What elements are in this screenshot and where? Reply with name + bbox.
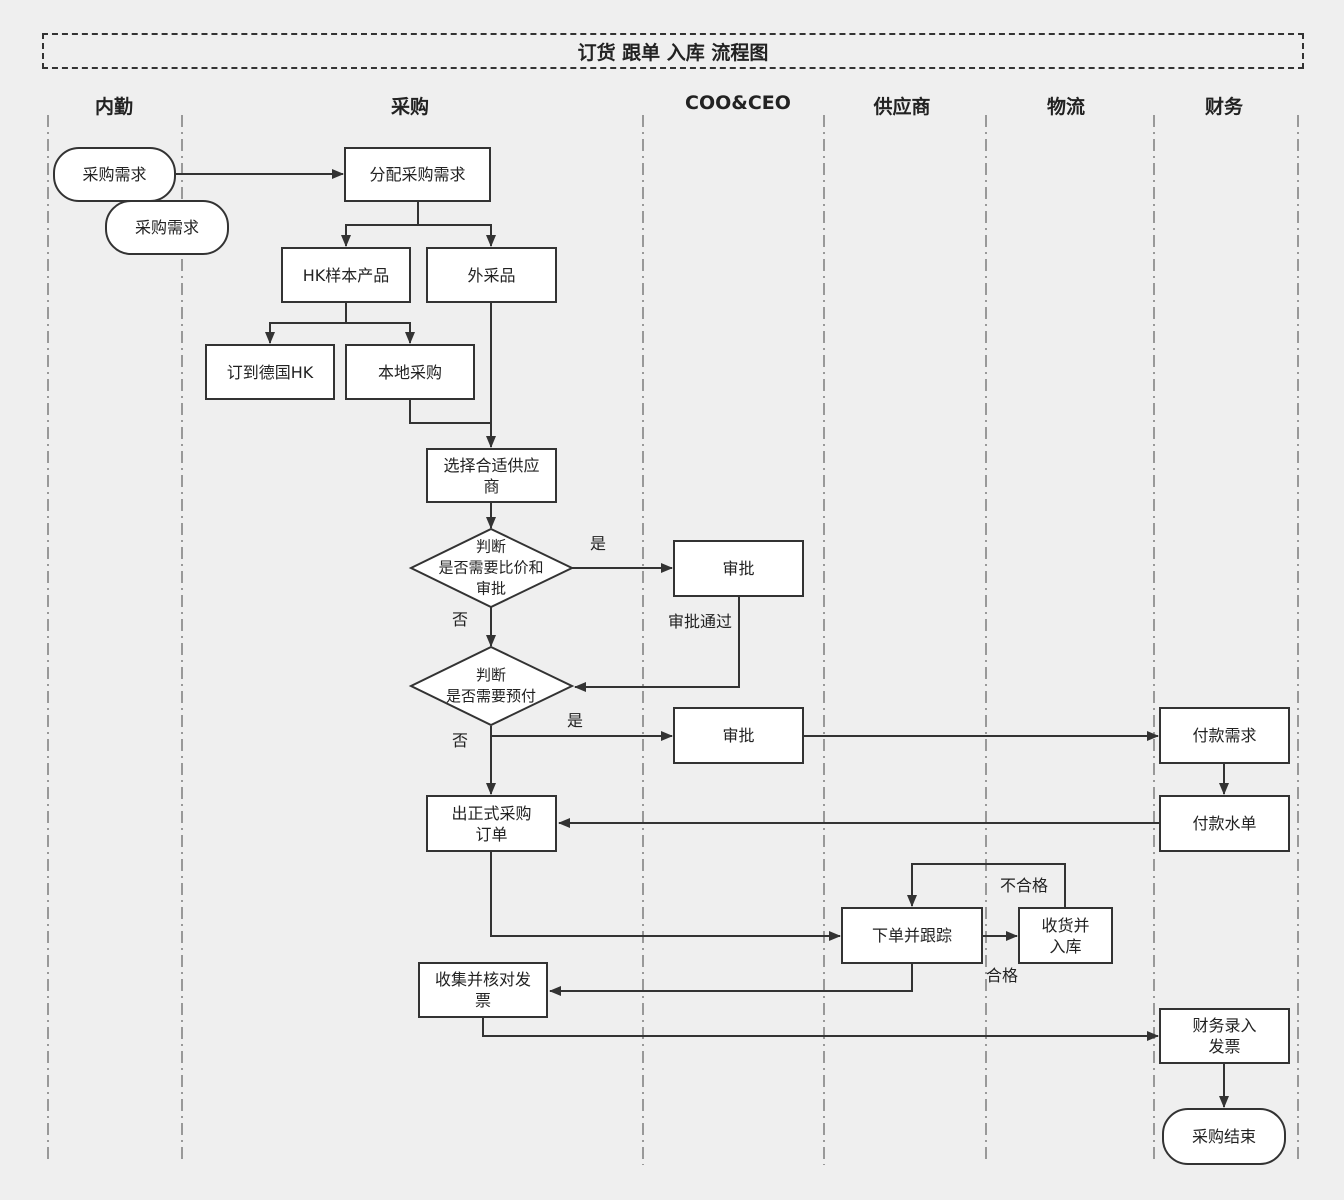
edge-label-yes: 是: [590, 534, 607, 553]
place-and-track-box: 下单并跟踪: [841, 907, 983, 964]
lane-header-coo-ceo: COO&CEO: [685, 92, 791, 114]
decision-line: 是否需要预付: [445, 687, 537, 705]
arrow: [907, 863, 1066, 907]
decision-compare-approve: 判断 是否需要比价和 审批: [438, 537, 543, 600]
order-de-hk-box: 订到德国HK: [205, 344, 335, 400]
lane-header-logistics: 物流: [1046, 96, 1086, 118]
diagram-title: 订货 跟单 入库 流程图: [42, 33, 1304, 69]
arrow: [549, 964, 913, 996]
arrow: [409, 400, 491, 424]
decision-line: 是否需要比价和: [438, 558, 544, 577]
lane-header-internal: 内勤: [94, 96, 134, 118]
lane-header-supplier: 供应商: [873, 96, 931, 118]
payment-slip-box: 付款水单: [1159, 795, 1290, 852]
lane-header-finance: 财务: [1204, 96, 1244, 118]
receive-store-box: 收货并入库: [1018, 907, 1113, 964]
formal-po-box: 出正式采购订单: [426, 795, 557, 852]
outsourced-box: 外采品: [426, 247, 557, 303]
edge-label-no: 否: [452, 610, 469, 629]
purchase-request-terminal: 采购需求: [53, 147, 176, 202]
payment-request-box: 付款需求: [1159, 707, 1290, 764]
assign-request-box: 分配采购需求: [344, 147, 491, 202]
arrow: [482, 1018, 1159, 1041]
edge-label-no: 否: [452, 731, 469, 750]
arrow: [418, 224, 496, 247]
purchase-request-terminal-2: 采购需求: [105, 200, 229, 255]
decision-line: 判断: [475, 666, 507, 684]
approve-box-1: 审批: [673, 540, 804, 597]
decision-diamond: [408, 527, 575, 609]
edge-label-unqualified: 不合格: [1000, 876, 1049, 895]
hk-sample-box: HK样本产品: [281, 247, 411, 303]
decision-line: 判断: [475, 537, 507, 556]
edge-label-qualified: 合格: [986, 966, 1019, 985]
decision-line: 审批: [475, 579, 507, 598]
lane-header-purchasing: 采购: [390, 96, 430, 118]
edge-label-yes: 是: [567, 711, 584, 730]
arrow: [341, 202, 419, 247]
decision-diamond: [408, 645, 575, 727]
local-purchase-box: 本地采购: [345, 344, 475, 400]
edge-label-approved: 审批通过: [668, 612, 733, 631]
arrow: [490, 852, 841, 941]
approve-box-2: 审批: [673, 707, 804, 764]
arrow: [346, 322, 415, 344]
arrow: [265, 303, 347, 344]
select-supplier-box: 选择合适供应商: [426, 448, 557, 503]
arrow: [574, 597, 740, 692]
finance-record-box: 财务录入发票: [1159, 1008, 1290, 1064]
decision-prepay: 判断 是否需要预付: [446, 665, 536, 707]
purchase-end-terminal: 采购结束: [1162, 1108, 1286, 1165]
collect-invoice-box: 收集并核对发票: [418, 962, 548, 1018]
